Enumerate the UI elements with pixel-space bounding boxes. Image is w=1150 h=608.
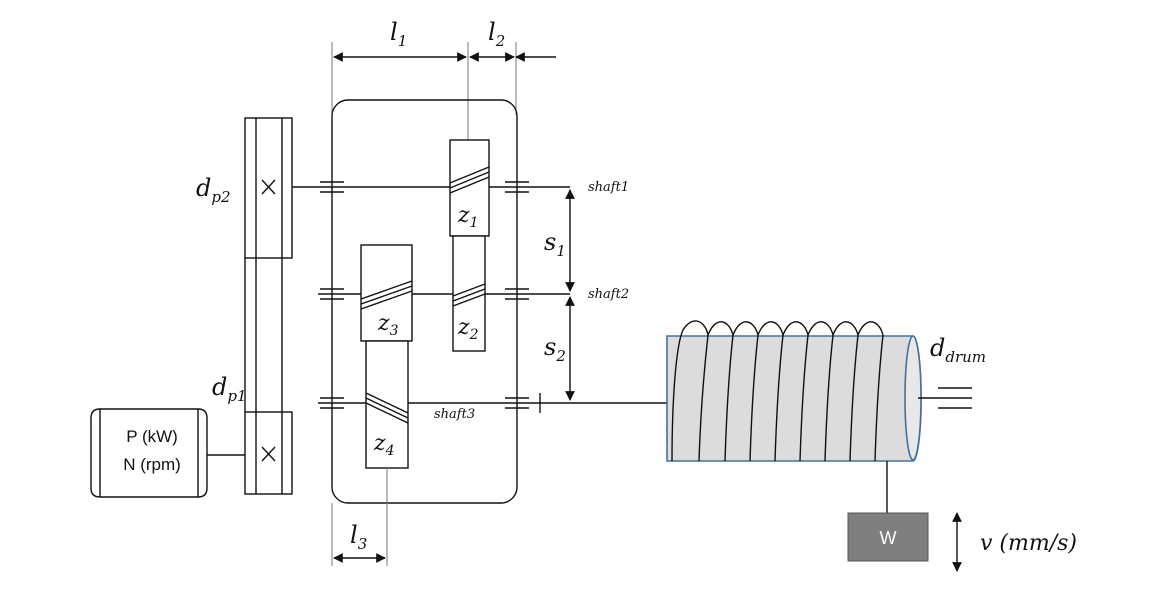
belt-drive — [244, 117, 293, 495]
pulley-dp2-cross-icon — [261, 179, 276, 195]
svg-text:z4: z4 — [373, 431, 395, 459]
gear-z3: z3 — [360, 244, 413, 342]
dimension-s2: s2 — [544, 296, 575, 401]
svg-text:z2: z2 — [457, 315, 479, 343]
pulley-dp1-cross-icon — [261, 446, 276, 462]
svg-text:l2: l2 — [488, 18, 505, 50]
drum — [666, 335, 922, 462]
motor-speed-label: N (rpm) — [123, 455, 181, 474]
label-dp2: dp2 — [196, 174, 231, 206]
weight-block: W — [847, 512, 929, 562]
weight-label: W — [880, 528, 897, 548]
dimension-l3: l3 — [331, 468, 388, 566]
label-d-drum: ddrum — [930, 334, 986, 366]
gear-z1: z1 — [449, 139, 490, 237]
dimension-l2: l2 — [469, 18, 556, 62]
label-velocity: v (mm/s) — [980, 531, 1077, 556]
label-dp1: dp1 — [212, 373, 247, 405]
motor-power-label: P (kW) — [126, 427, 178, 446]
drum-rope-coils — [671, 320, 884, 462]
motor: P (kW) N (rpm) — [90, 408, 245, 498]
label-shaft2: shaft2 — [588, 287, 629, 302]
gear-z2: z2 — [452, 235, 486, 352]
svg-text:s1: s1 — [544, 228, 566, 260]
svg-text:z1: z1 — [457, 203, 479, 231]
label-shaft1: shaft1 — [588, 180, 629, 195]
drum-axle — [918, 387, 972, 409]
gearbox-housing — [331, 99, 518, 504]
svg-text:s2: s2 — [544, 333, 566, 365]
label-shaft3: shaft3 — [434, 407, 475, 422]
svg-text:l3: l3 — [350, 521, 367, 553]
dimension-s1: s1 — [544, 189, 575, 292]
svg-text:z3: z3 — [377, 311, 399, 339]
bearings-right — [505, 181, 529, 409]
bearings-left — [320, 181, 344, 409]
gear-z4: z4 — [365, 340, 409, 469]
svg-text:l1: l1 — [390, 18, 407, 50]
